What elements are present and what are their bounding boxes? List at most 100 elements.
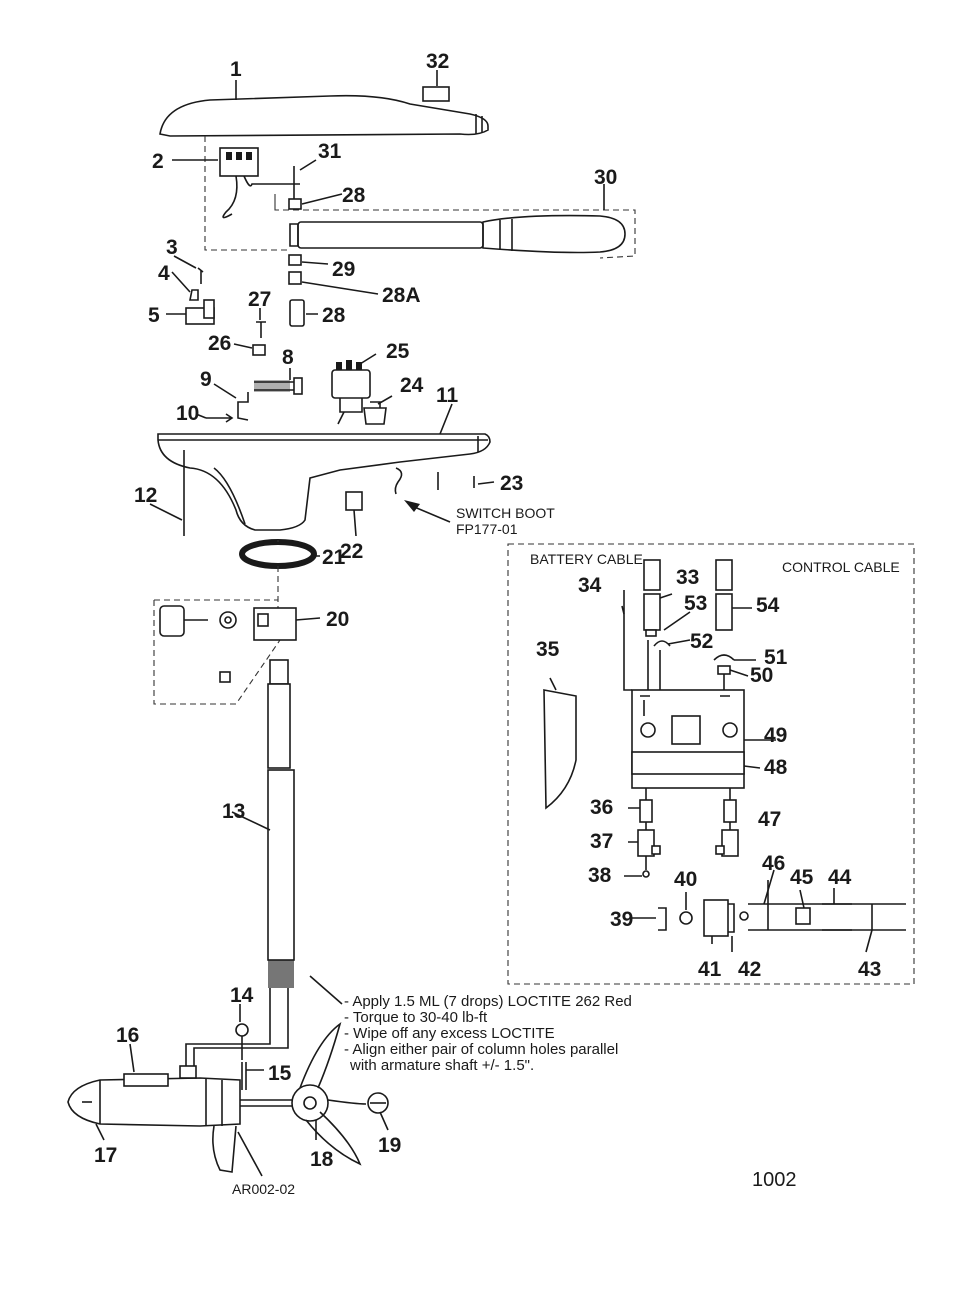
switch-boot-label: SWITCH BOOT	[456, 505, 555, 521]
cap-14	[235, 1023, 249, 1037]
switch-assembly	[219, 147, 300, 219]
propeller	[240, 1022, 367, 1166]
plug-45	[795, 907, 811, 925]
label-part-38: 38	[588, 864, 612, 887]
label-part-34: 34	[578, 574, 602, 597]
washer-40	[679, 911, 693, 925]
pin-15	[241, 1062, 247, 1090]
label-part-52: 52	[690, 630, 713, 653]
grommet-52	[653, 640, 671, 647]
grommet-51	[713, 654, 735, 661]
tube-44	[822, 903, 852, 931]
label-part-28-top: 28	[342, 184, 366, 207]
knob-24	[363, 401, 387, 425]
note-line-1: - Apply 1.5 ML (7 drops) LOCTITE 262 Red	[344, 993, 632, 1010]
bushing-28	[288, 198, 302, 210]
label-part-33: 33	[676, 566, 699, 589]
label-part-16: 16	[116, 1024, 139, 1047]
label-part-25: 25	[386, 340, 410, 363]
leader-lines	[95, 70, 605, 1177]
note-line-5: with armature shaft +/- 1.5".	[349, 1057, 534, 1074]
label-part-45: 45	[790, 866, 814, 889]
detail-leader-lines	[549, 593, 873, 953]
battery-cable-heading: BATTERY CABLE	[530, 551, 643, 567]
label-part-39: 39	[610, 908, 633, 931]
lever-assembly	[206, 377, 303, 423]
label-part-8: 8	[282, 346, 294, 369]
label-part-15: 15	[268, 1062, 292, 1085]
figure-number: 1002	[752, 1169, 797, 1191]
label-part-1: 1	[230, 58, 242, 81]
cable-43	[748, 903, 906, 931]
label-part-23: 23	[500, 472, 523, 495]
label-part-51: 51	[764, 646, 788, 669]
screw-27	[256, 321, 266, 338]
lower-housing	[157, 433, 491, 531]
ring-46	[739, 911, 749, 921]
label-part-3: 3	[166, 236, 178, 259]
label-part-47: 47	[758, 808, 781, 831]
label-part-40: 40	[674, 868, 697, 891]
battery-conduit	[643, 559, 661, 637]
label-part-50: 50	[750, 664, 773, 687]
note-line-4: - Align either pair of column holes para…	[344, 1041, 618, 1058]
cap-part-32	[422, 86, 450, 102]
label-part-35: 35	[536, 638, 560, 661]
dashed-group-top	[204, 136, 636, 259]
label-part-11: 11	[436, 384, 459, 407]
label-part-20: 20	[326, 608, 349, 631]
nut-50	[717, 665, 731, 675]
switch-boot-code: FP177-01	[456, 521, 518, 537]
label-part-9: 9	[200, 368, 212, 391]
label-part-13: 13	[222, 800, 245, 823]
label-part-36: 36	[590, 796, 613, 819]
label-part-49: 49	[764, 724, 787, 747]
label-part-54: 54	[756, 594, 780, 617]
label-part-12: 12	[134, 484, 157, 507]
bushing-22	[345, 491, 363, 511]
switch-boot	[394, 467, 451, 523]
label-part-31: 31	[318, 140, 342, 163]
label-part-37: 37	[590, 830, 613, 853]
label-part-28-lower: 28	[322, 304, 346, 327]
top-cover	[159, 94, 489, 137]
cover-plate-35	[543, 689, 577, 810]
label-part-21: 21	[322, 546, 346, 569]
label-part-18: 18	[310, 1148, 334, 1171]
label-part-46: 46	[762, 852, 785, 875]
drawing-code: AR002-02	[232, 1181, 295, 1197]
nut-26	[252, 344, 266, 356]
note-line-2: - Torque to 30-40 lb-ft	[344, 1009, 488, 1026]
seal-ring	[239, 539, 317, 569]
connector-left	[637, 788, 661, 878]
screw-23	[437, 472, 475, 490]
dashed-group-clamp	[153, 599, 281, 705]
label-part-26: 26	[208, 332, 231, 355]
control-conduit	[715, 559, 733, 631]
label-part-48: 48	[764, 756, 788, 779]
label-part-28a: 28A	[382, 284, 421, 307]
label-part-43: 43	[858, 958, 881, 981]
label-part-22: 22	[340, 540, 363, 563]
speed-switch	[331, 360, 371, 425]
label-part-19: 19	[378, 1134, 401, 1157]
sleeve-28	[289, 299, 305, 327]
bushing-29	[288, 254, 302, 266]
label-part-53: 53	[684, 592, 707, 615]
label-part-42: 42	[738, 958, 761, 981]
label-part-44: 44	[828, 866, 852, 889]
connector-right	[715, 788, 739, 857]
label-part-41: 41	[698, 958, 722, 981]
prop-nut	[367, 1092, 389, 1114]
wire-47	[763, 869, 775, 905]
label-part-4: 4	[158, 262, 170, 285]
trolling-motor	[67, 1065, 241, 1173]
label-part-27: 27	[248, 288, 271, 311]
control-cable-heading: CONTROL CABLE	[782, 559, 900, 575]
note-line-3: - Wipe off any excess LOCTITE	[344, 1025, 555, 1042]
label-part-17: 17	[94, 1144, 117, 1167]
label-part-2: 2	[152, 150, 164, 173]
jack-41-42	[703, 899, 735, 937]
steering-column	[185, 659, 295, 1068]
